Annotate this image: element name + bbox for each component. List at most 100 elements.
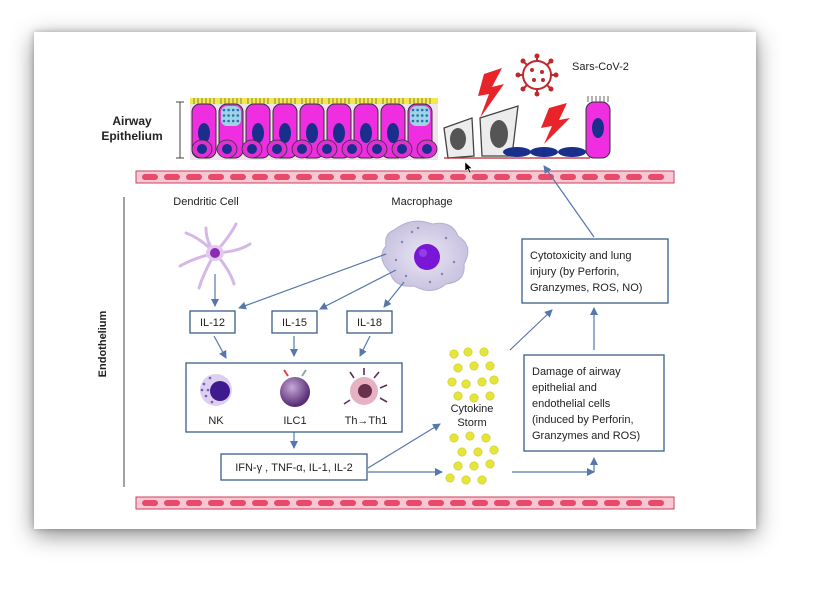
cytokine-dot (447, 377, 457, 387)
il12-box: IL-12 (189, 310, 236, 334)
lightning-icon (541, 103, 570, 144)
endothelial-cell (582, 174, 598, 180)
endothelial-cell (274, 500, 290, 506)
airway-epithelium-layer (190, 98, 438, 160)
diagram-frame: Airway Epithelium Sars-CoV-2 (34, 32, 756, 529)
nk-label: NK (208, 415, 224, 427)
cytokine-dot (473, 447, 483, 457)
endothelial-cell (560, 174, 576, 180)
cytokine-storm-particles (445, 347, 499, 485)
blood-vessel-top (135, 170, 675, 184)
basal-cell (241, 139, 263, 159)
endothelial-cell (252, 174, 268, 180)
ilc1-cell-icon (280, 369, 310, 407)
endothelial-cell (450, 174, 466, 180)
endothelial-cell (340, 174, 356, 180)
cytokine-dot (489, 445, 499, 455)
mouse-cursor-icon (464, 161, 473, 174)
endothelial-cell (208, 500, 224, 506)
cytokine-dot (479, 347, 489, 357)
endothelial-cell (274, 174, 290, 180)
il18-box: IL-18 (346, 310, 393, 334)
epithelium-height-bracket (176, 101, 184, 159)
airway-label-line1: Airway (112, 114, 152, 128)
cytokine-dot (477, 377, 487, 387)
endothelial-cell (494, 174, 510, 180)
damage-text-line4: (induced by Perforin, (532, 414, 634, 426)
endothelial-cell (428, 174, 444, 180)
cytokine-dot (485, 361, 495, 371)
cytokine-dot (469, 361, 479, 371)
endothelial-cell (406, 500, 422, 506)
il15-box: IL-15 (271, 310, 318, 334)
damaged-epithelial-cells (443, 105, 590, 159)
endothelial-cell (648, 174, 664, 180)
macrophage-icon (381, 220, 469, 291)
endothelial-cell (604, 174, 620, 180)
cytokine-dot (453, 363, 463, 373)
airway-label-line2: Epithelium (101, 129, 162, 143)
activation-arrows (211, 165, 598, 476)
endothelial-cell (582, 500, 598, 506)
basal-cell (216, 139, 238, 159)
endothelial-cell (516, 500, 532, 506)
cytokines-label: IFN-γ , TNF-α, IL-1, IL-2 (235, 462, 353, 474)
endothelial-cell (472, 500, 488, 506)
endothelial-cell (318, 500, 334, 506)
endothelial-cell (472, 174, 488, 180)
damage-text-line2: epithelial and (532, 382, 597, 394)
endothelial-cell (406, 174, 422, 180)
il12-label: IL-12 (200, 317, 225, 329)
endothelial-cell (538, 500, 554, 506)
endothelial-cell (604, 500, 620, 506)
lightning-icon (478, 68, 504, 118)
damage-text-line3: endothelial cells (532, 398, 611, 410)
cytokine-dot (457, 447, 467, 457)
endothelial-cell (296, 500, 312, 506)
cytotoxicity-text-line1: Cytotoxicity and lung (530, 250, 632, 262)
cytokine-dot (477, 475, 487, 485)
cytokine-dot (465, 431, 475, 441)
nk-cell-icon (200, 374, 232, 406)
endothelial-cell (296, 174, 312, 180)
damage-text-line5: Granzymes and ROS) (532, 430, 640, 442)
basal-cell (366, 139, 388, 159)
endothelial-cell (560, 500, 576, 506)
endothelial-cell (142, 174, 158, 180)
endothelium-label: Endothelium (97, 310, 109, 377)
endothelial-cell (494, 500, 510, 506)
endothelial-cell (208, 174, 224, 180)
endothelial-cell (186, 500, 202, 506)
th1-cell-icon (343, 368, 388, 405)
th-label: Th→Th1 (345, 415, 388, 427)
basal-cell (266, 139, 288, 159)
cytokine-dot (461, 475, 471, 485)
basal-cell (316, 139, 338, 159)
cytokine-dot (485, 459, 495, 469)
basal-cell (291, 139, 313, 159)
cytokine-dot (453, 461, 463, 471)
endothelial-cell (230, 174, 246, 180)
il15-label: IL-15 (282, 317, 307, 329)
endothelial-cell (450, 500, 466, 506)
cytokine-storm-label-line2: Storm (457, 417, 486, 429)
cytokine-dot (445, 473, 455, 483)
cytokine-dot (469, 393, 479, 403)
cytokines-box: IFN-γ , TNF-α, IL-1, IL-2 (220, 453, 368, 481)
endothelial-cell (648, 500, 664, 506)
macrophage-label: Macrophage (391, 196, 452, 208)
basal-cell (416, 139, 438, 159)
endothelial-cell (516, 174, 532, 180)
cytokine-dot (453, 391, 463, 401)
sars-cov-2-virus-icon (515, 53, 559, 97)
cytotoxicity-text-line2: injury (by Perforin, (530, 266, 619, 278)
endothelial-cell (626, 500, 642, 506)
cytokine-dot (489, 375, 499, 385)
damage-box: Damage of airway epithelial and endothel… (523, 354, 665, 452)
endothelial-cell (186, 174, 202, 180)
endothelial-cell (164, 174, 180, 180)
endothelial-cell (362, 500, 378, 506)
endothelial-cell (384, 500, 400, 506)
cytokine-dot (449, 349, 459, 359)
endothelial-cell (230, 500, 246, 506)
